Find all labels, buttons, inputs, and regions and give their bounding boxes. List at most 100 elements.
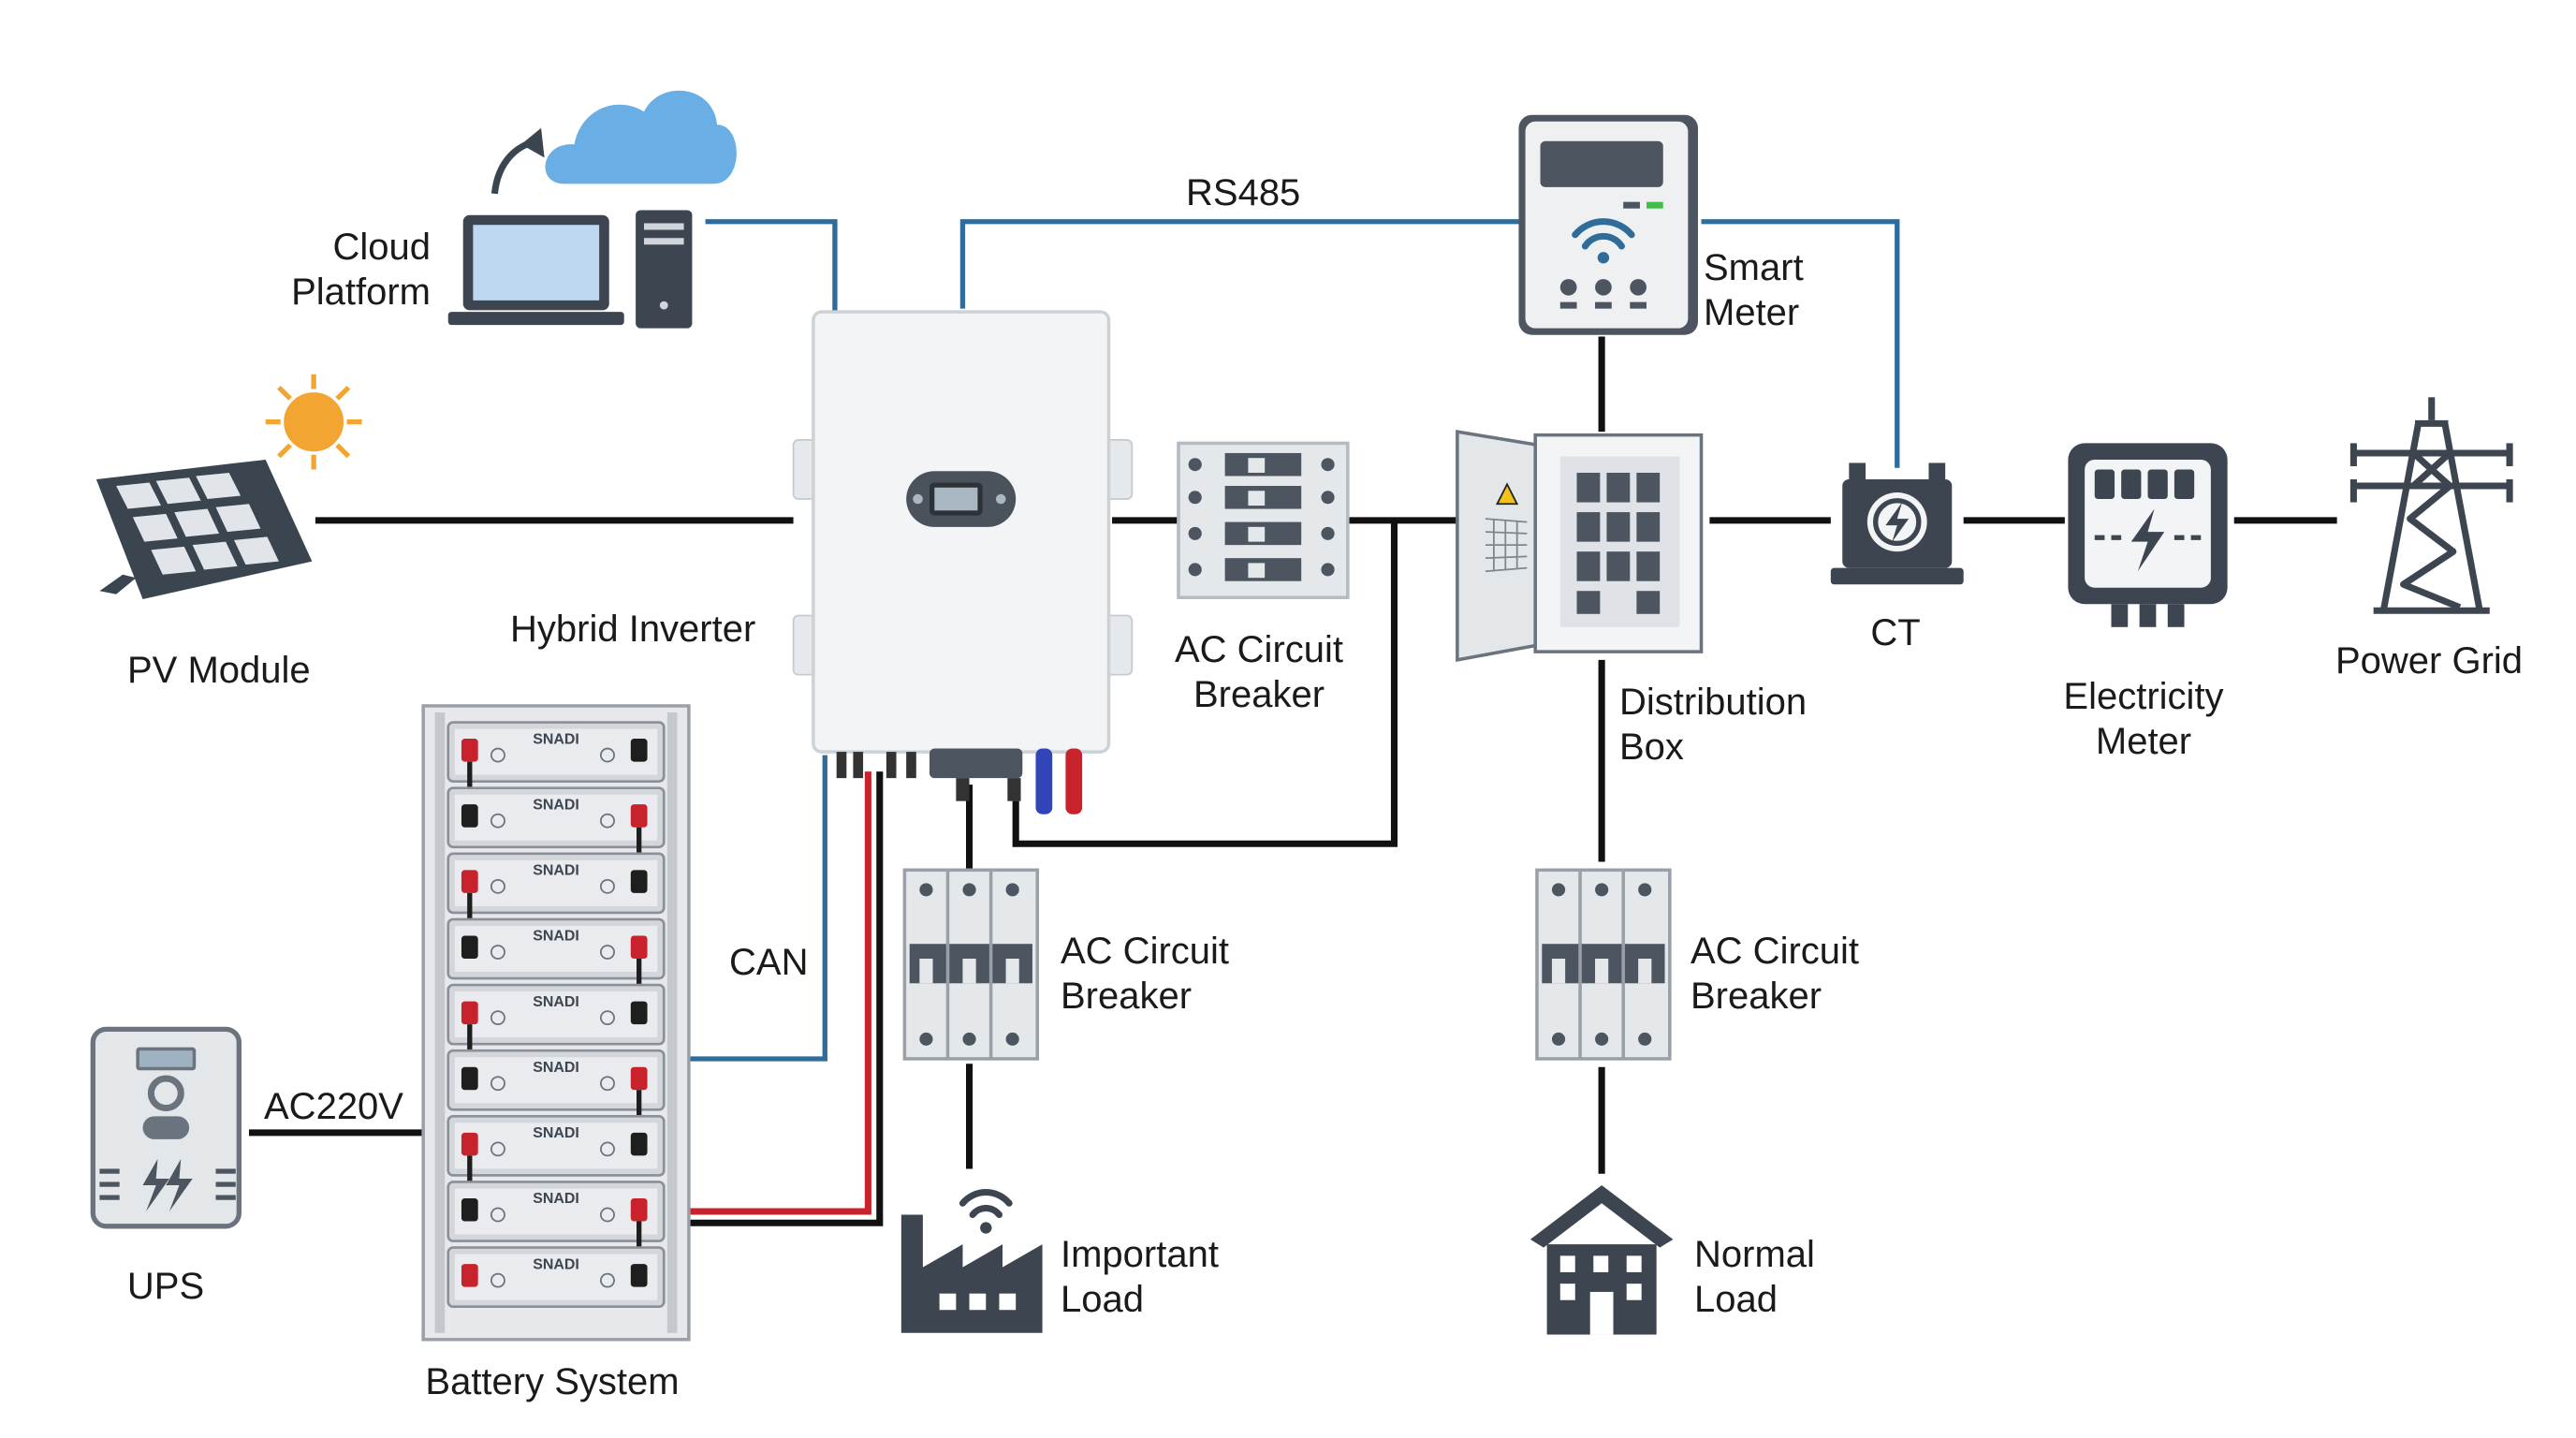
battery-brand-label: SNADI xyxy=(533,798,579,814)
battery-negative-terminal xyxy=(630,739,648,762)
laptop-icon xyxy=(447,214,624,326)
inverter-display xyxy=(906,471,1017,527)
ac-breaker-top-label: AC Circuit Breaker xyxy=(1147,627,1371,717)
battery-module: SNADI xyxy=(446,1049,666,1133)
battery-modules: SNADISNADISNADISNADISNADISNADISNADISNADI… xyxy=(446,721,666,1309)
ct-icon xyxy=(1830,462,1964,585)
ac-breaker-top-label-line2: Breaker xyxy=(1193,674,1325,715)
battery-brand-label: SNADI xyxy=(533,1256,579,1272)
connection-lines xyxy=(248,219,2337,1226)
smart-meter-label: Smart Meter xyxy=(1704,245,1804,335)
hybrid-inverter-label: Hybrid Inverter xyxy=(510,609,756,650)
battery-negative-terminal xyxy=(630,870,648,893)
battery-system-icon: SNADISNADISNADISNADISNADISNADISNADISNADI… xyxy=(421,704,691,1342)
electricity-meter-label-line2: Meter xyxy=(2095,721,2192,762)
smart-meter-icon xyxy=(1518,114,1698,335)
ct-label: CT xyxy=(1870,612,1921,653)
battery-port xyxy=(600,813,615,829)
battery-port xyxy=(490,878,505,894)
ups-icon xyxy=(90,1026,242,1229)
dc-negative-port xyxy=(1035,748,1053,814)
battery-positive-terminal xyxy=(461,739,478,762)
electricity-meter-label-line1: Electricity xyxy=(2063,676,2224,717)
inverter-ports xyxy=(836,748,1083,814)
distribution-box-label: Distribution Box xyxy=(1619,680,1807,770)
distribution-box-icon xyxy=(1456,430,1704,662)
battery-port xyxy=(600,945,615,960)
ac-breaker-top-icon xyxy=(1177,441,1350,599)
ac-breaker-right-icon xyxy=(1535,868,1672,1061)
ac-breaker-right-label: AC Circuit Breaker xyxy=(1690,929,1859,1019)
wifi-icon xyxy=(1572,218,1635,250)
battery-port xyxy=(490,1010,505,1026)
battery-negative-terminal xyxy=(461,804,478,828)
battery-port xyxy=(490,1076,505,1092)
battery-negative-terminal xyxy=(461,1198,478,1222)
smart-meter-label-line2: Meter xyxy=(1704,292,1800,333)
battery-port xyxy=(600,747,615,763)
ups-label: UPS xyxy=(126,1266,205,1307)
distribution-box-label-line1: Distribution xyxy=(1619,682,1808,723)
distribution-box-label-line2: Box xyxy=(1619,726,1684,768)
pv-module-label: PV Module xyxy=(127,650,311,691)
sun-icon xyxy=(265,374,362,470)
normal-load-label-line2: Load xyxy=(1694,1279,1778,1320)
warning-icon xyxy=(1495,482,1519,506)
dc-positive-line xyxy=(688,771,871,1215)
battery-port xyxy=(600,1076,615,1092)
ac-breaker-right-label-line2: Breaker xyxy=(1690,976,1822,1017)
battery-port xyxy=(490,1141,505,1157)
electricity-meter-icon xyxy=(2068,443,2228,627)
battery-port xyxy=(490,1272,505,1288)
solar-panel-icon xyxy=(95,459,313,599)
battery-module: SNADI xyxy=(446,852,666,936)
battery-port xyxy=(600,1272,615,1288)
cloud-platform-label-line2: Platform xyxy=(291,271,431,313)
ac-breaker-right-label-line1: AC Circuit xyxy=(1690,931,1860,972)
inverter-body xyxy=(812,310,1111,754)
battery-brand-label: SNADI xyxy=(533,1125,579,1141)
battery-port xyxy=(490,813,505,829)
smart-meter-label-line1: Smart xyxy=(1704,247,1804,288)
battery-port xyxy=(490,747,505,763)
pv-module xyxy=(95,374,362,599)
cloud-platform xyxy=(447,90,737,329)
battery-module: SNADI xyxy=(446,1246,666,1309)
dc-positive-port xyxy=(1065,748,1083,814)
important-load-label-line1: Important xyxy=(1061,1234,1219,1275)
can-line xyxy=(688,755,827,1062)
battery-module: SNADI xyxy=(446,917,666,1002)
battery-negative-terminal xyxy=(461,1066,478,1091)
battery-negative-terminal xyxy=(630,1132,648,1156)
house-icon xyxy=(1530,1184,1674,1335)
battery-port xyxy=(600,1207,615,1223)
battery-positive-terminal xyxy=(630,1066,648,1091)
server-icon xyxy=(636,210,693,329)
battery-brand-label: SNADI xyxy=(533,1191,579,1207)
upload-arrow-head xyxy=(520,127,545,158)
battery-positive-terminal xyxy=(461,1132,478,1156)
ac-breaker-top-label-line1: AC Circuit xyxy=(1174,629,1344,670)
battery-positive-terminal xyxy=(630,935,648,959)
cloud-platform-label-line1: Cloud xyxy=(332,227,431,268)
battery-negative-terminal xyxy=(630,1264,648,1287)
battery-positive-terminal xyxy=(630,1198,648,1222)
ac-breaker-left-label: AC Circuit Breaker xyxy=(1061,929,1229,1019)
battery-module: SNADI xyxy=(446,1115,666,1198)
rs485-line xyxy=(959,219,1519,309)
dc-negative-line xyxy=(688,771,884,1226)
battery-module: SNADI xyxy=(446,1181,666,1265)
battery-system-label: Battery System xyxy=(425,1361,680,1402)
important-load-label-line2: Load xyxy=(1061,1279,1144,1320)
battery-brand-label: SNADI xyxy=(533,929,579,945)
battery-port xyxy=(600,1141,615,1157)
rs485-label: RS485 xyxy=(1186,172,1301,213)
ac-breaker-left-label-line2: Breaker xyxy=(1061,976,1193,1017)
cloud-icon xyxy=(545,90,737,184)
cloud-comm-line xyxy=(705,219,838,313)
battery-module: SNADI xyxy=(446,721,666,805)
hybrid-inverter xyxy=(792,310,1134,814)
battery-brand-label: SNADI xyxy=(533,731,579,747)
backup-return-line xyxy=(1012,520,1398,847)
